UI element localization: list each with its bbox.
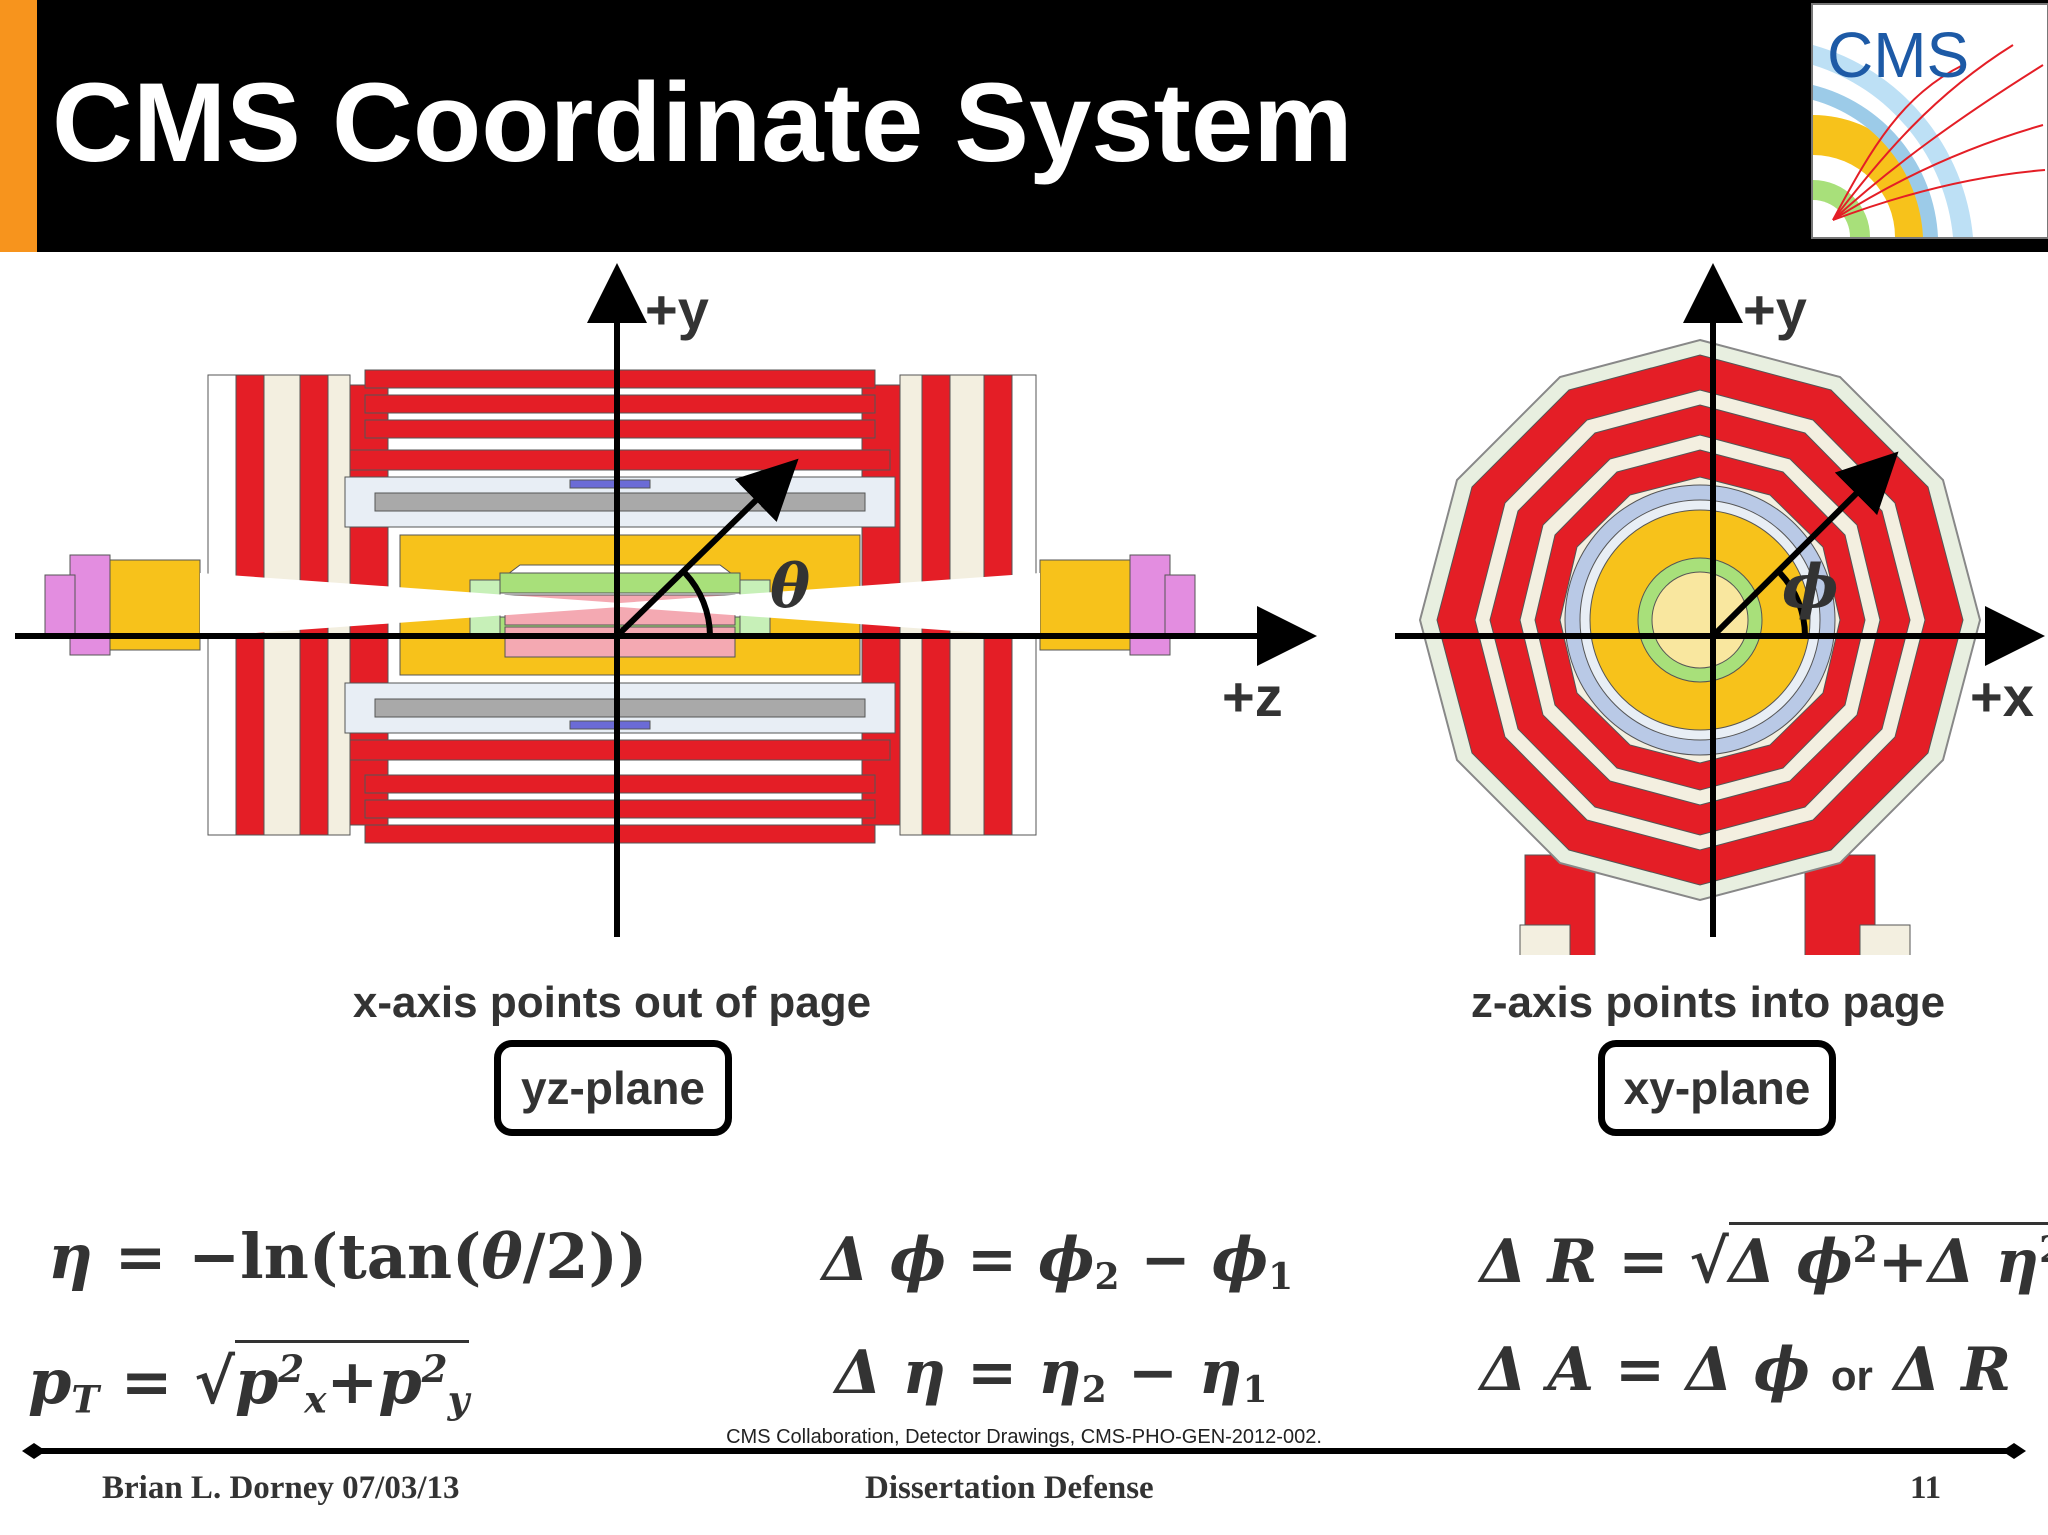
xy-x-axis-label: +x	[1970, 665, 2034, 728]
delta-eta-equation: Δ η = η2 − η1	[835, 1338, 1268, 1412]
yz-plane-diagram	[0, 255, 1330, 955]
yz-z-axis-label: +z	[1222, 665, 1283, 728]
delta-r-equation: Δ R = √Δ ϕ2+Δ η2	[1480, 1222, 2048, 1297]
phi-symbol: ϕ	[1782, 552, 1839, 622]
delta-a-equation: Δ A = Δ ϕ or Δ R	[1480, 1335, 2012, 1405]
xy-plane-label: xy-plane	[1598, 1040, 1836, 1136]
yz-plane-label: yz-plane	[494, 1040, 732, 1136]
delta-phi-equation: Δ ϕ = ϕ2 − ϕ1	[822, 1225, 1294, 1299]
theta-symbol: θ	[770, 552, 811, 622]
footer-title: Dissertation Defense	[865, 1470, 1154, 1506]
title-bar	[0, 0, 2048, 252]
xy-caption: z-axis points into page	[1470, 978, 1946, 1027]
accent-stripe	[0, 0, 37, 252]
yz-caption: x-axis points out of page	[352, 978, 872, 1027]
page-number: 11	[1910, 1470, 1942, 1506]
pt-equation: pT = √p2x+p2y	[28, 1340, 470, 1422]
yz-y-axis-label: +y	[645, 278, 709, 341]
logo-text: CMS	[1827, 19, 1969, 91]
cms-logo: CMS	[1811, 3, 2048, 239]
xy-y-axis-label: +y	[1743, 278, 1807, 341]
citation: CMS Collaboration, Detector Drawings, CM…	[726, 1426, 1322, 1448]
xy-plane-diagram	[1385, 255, 2045, 976]
footer-divider	[22, 1443, 2026, 1459]
footer-author-date: Brian L. Dorney 07/03/13	[102, 1470, 460, 1506]
slide-title: CMS Coordinate System	[52, 60, 1353, 185]
eta-equation: η = −ln(tan(θ/2))	[48, 1220, 648, 1293]
